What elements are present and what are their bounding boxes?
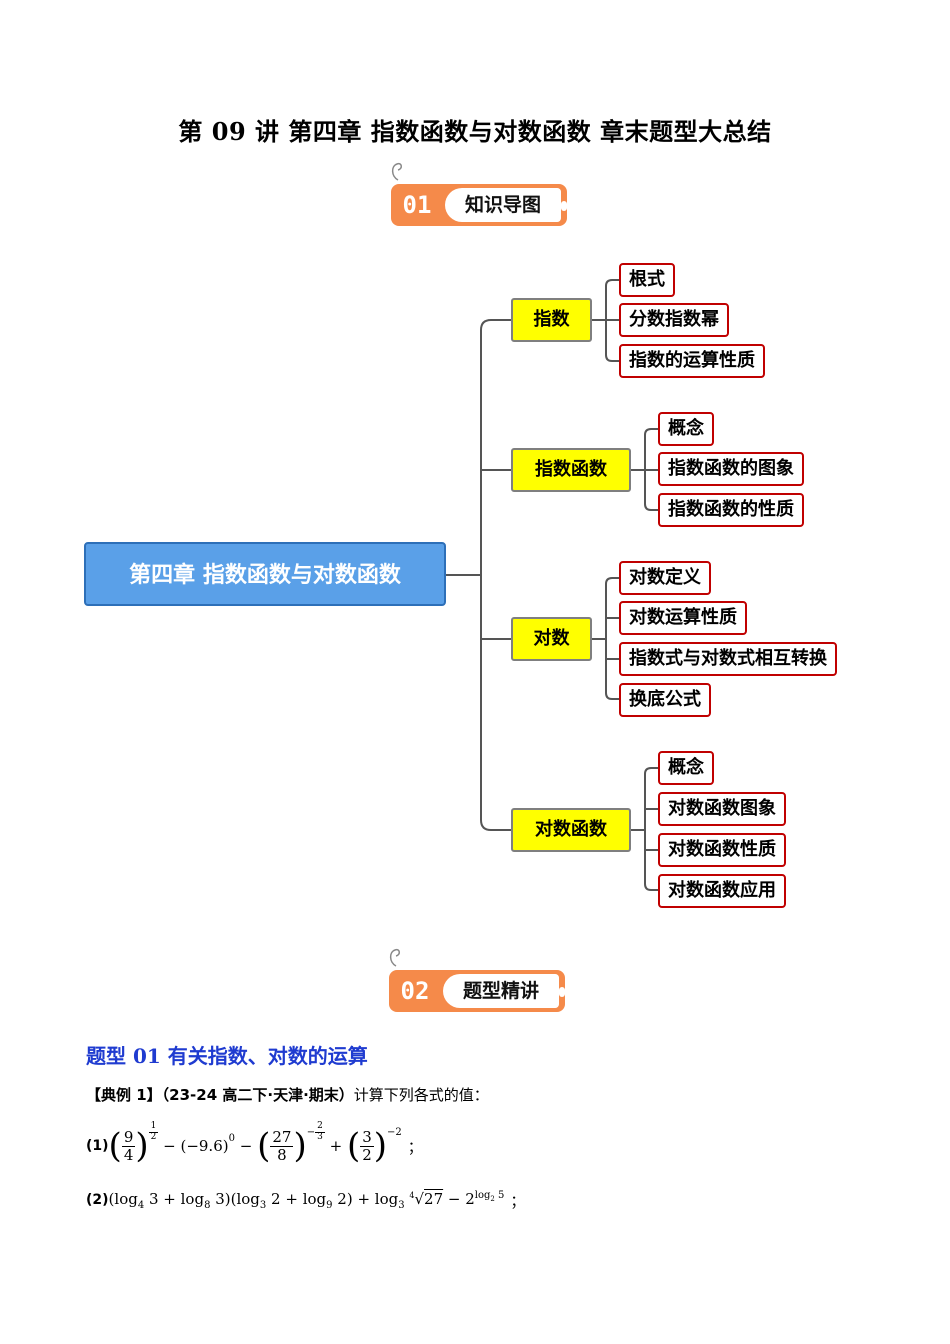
curl-icon bbox=[389, 948, 400, 967]
branch-exponential-function: 指数函数 bbox=[511, 448, 631, 492]
leaf-radical: 根式 bbox=[619, 263, 675, 297]
formula-2-tail: ； bbox=[510, 1191, 526, 1210]
page-title: 第 09 讲 第四章 指数函数与对数函数 章末题型大总结 bbox=[178, 117, 772, 146]
branch-logarithm: 对数 bbox=[511, 617, 592, 661]
badge-label: 题型精讲 bbox=[443, 974, 559, 1008]
formula-1-label: (1) bbox=[86, 1138, 109, 1154]
badge-label: 知识导图 bbox=[445, 188, 561, 222]
leaf-log-definition: 对数定义 bbox=[619, 561, 711, 595]
example-intro: 【典例 1】（23-24 高二下·天津·期末）计算下列各式的值： bbox=[86, 1084, 489, 1105]
section-badge-01: 01 知识导图 bbox=[391, 162, 569, 226]
formula-1-tail: ； bbox=[407, 1137, 423, 1156]
leaf-exp-graph: 指数函数的图象 bbox=[658, 452, 804, 486]
mindmap-root: 第四章 指数函数与对数函数 bbox=[84, 542, 446, 606]
formula-2-label: (2) bbox=[86, 1192, 109, 1208]
leaf-fractional-power: 分数指数幂 bbox=[619, 303, 729, 337]
question-type-heading: 题型 01 有关指数、对数的运算 bbox=[86, 1044, 368, 1068]
example-prompt: 计算下列各式的值： bbox=[353, 1086, 489, 1104]
curl-icon bbox=[391, 162, 402, 181]
leaf-log-graph: 对数函数图象 bbox=[658, 792, 786, 826]
leaf-log-concept: 概念 bbox=[658, 751, 714, 785]
example-tag: 【典例 1】 bbox=[86, 1086, 162, 1104]
leaf-exponent-rules: 指数的运算性质 bbox=[619, 344, 765, 378]
leaf-exp-concept: 概念 bbox=[658, 412, 714, 446]
badge-number: 01 bbox=[402, 191, 432, 219]
badge-number: 02 bbox=[400, 977, 430, 1005]
badge-notch bbox=[559, 987, 565, 997]
leaf-change-of-base: 换底公式 bbox=[619, 683, 711, 717]
section-badge-02: 02 题型精讲 bbox=[389, 948, 567, 1012]
formula-2-expression: (log4 3 + log8 3)(log3 2 + log9 2) + log… bbox=[108, 1189, 505, 1211]
leaf-log-rules: 对数运算性质 bbox=[619, 601, 747, 635]
example-source: （23-24 高二下·天津·期末） bbox=[161, 1086, 354, 1104]
formula-2: (2) (log4 3 + log8 3)(log3 2 + log9 2) +… bbox=[86, 1186, 525, 1214]
branch-exponent: 指数 bbox=[511, 298, 592, 342]
leaf-log-properties: 对数函数性质 bbox=[658, 833, 786, 867]
branch-log-function: 对数函数 bbox=[511, 808, 631, 852]
badge-notch bbox=[561, 201, 567, 211]
leaf-exp-log-conversion: 指数式与对数式相互转换 bbox=[619, 642, 837, 676]
leaf-exp-properties: 指数函数的性质 bbox=[658, 493, 804, 527]
leaf-log-applications: 对数函数应用 bbox=[658, 874, 786, 908]
